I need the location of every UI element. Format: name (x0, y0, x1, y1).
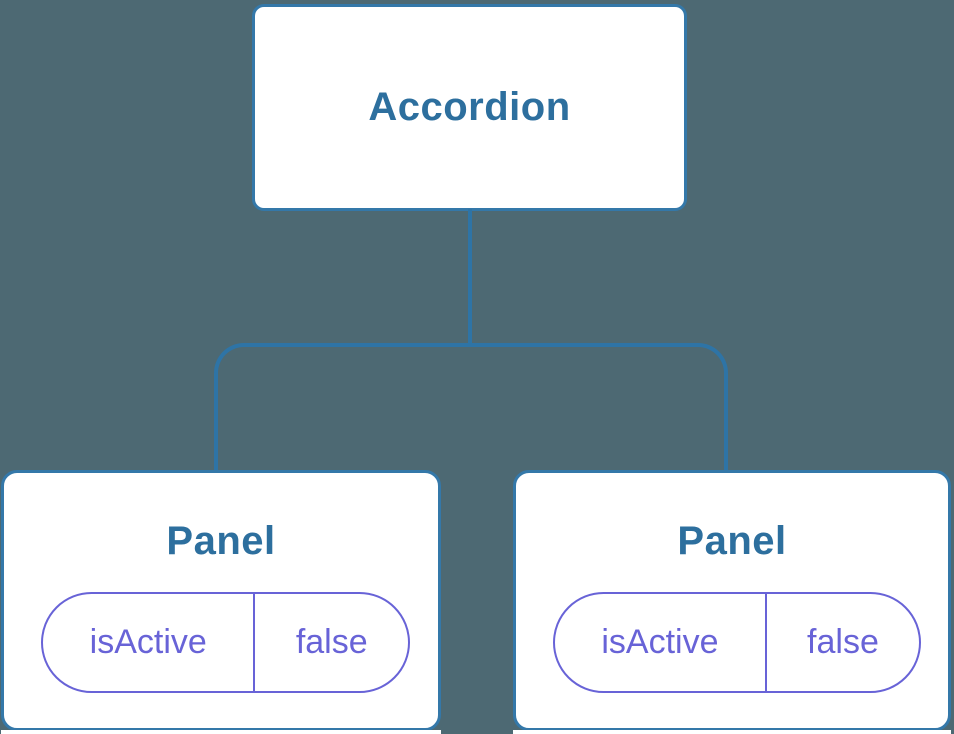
panel-node-left: Panel isActive false (1, 470, 441, 731)
state-key: isActive (43, 594, 256, 691)
state-key: isActive (555, 594, 767, 691)
state-value: false (295, 623, 368, 661)
page-edge (513, 730, 951, 734)
connector-bracket (214, 343, 728, 470)
accordion-node: Accordion (252, 4, 687, 211)
state-pill: isActive false (553, 592, 921, 693)
accordion-node-label: Accordion (368, 85, 571, 129)
panel-node-right: Panel isActive false (513, 470, 951, 731)
panel-node-label: Panel (166, 519, 276, 563)
connector-stem (468, 209, 472, 346)
page-edge (1, 730, 441, 734)
state-pill: isActive false (41, 592, 410, 693)
panel-node-label: Panel (677, 519, 787, 563)
state-value: false (807, 623, 879, 661)
